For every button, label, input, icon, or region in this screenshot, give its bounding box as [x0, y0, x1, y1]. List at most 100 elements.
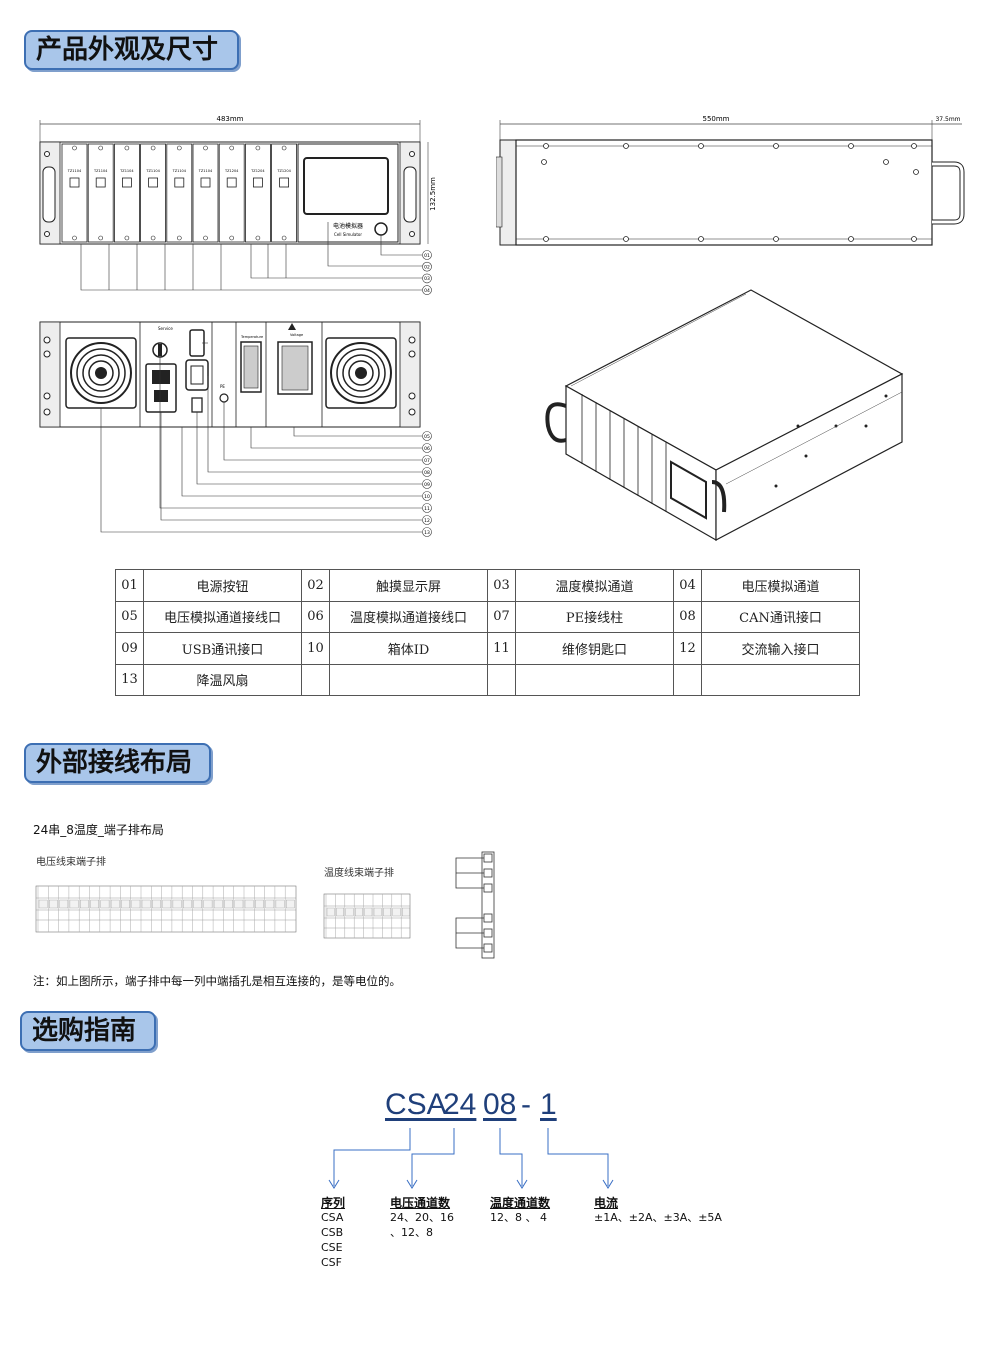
- callout-marker: [422, 285, 432, 295]
- item-number: 11: [487, 632, 516, 665]
- module-screw: [177, 235, 182, 241]
- item-number: 03: [487, 569, 516, 602]
- channel-module: [271, 143, 298, 243]
- terminal-cell: [326, 907, 335, 917]
- callout-number: 02: [424, 265, 430, 271]
- terminal-cell: [265, 899, 275, 909]
- item-label: USB通讯接口: [143, 632, 302, 665]
- callout-marker: [422, 455, 432, 465]
- terminal-cell: [355, 907, 363, 917]
- section-title-appearance: 产品外观及尺寸: [24, 30, 239, 70]
- module-icon: [174, 177, 185, 188]
- item-label: 电压模拟通道: [701, 569, 860, 602]
- terminal-connection-diagram: [452, 850, 502, 960]
- item-label: CAN通讯接口: [701, 600, 860, 633]
- terminal-cell: [141, 899, 151, 909]
- module-label: TZ1204: [250, 169, 265, 173]
- screen-sub-label: Cell Simulator: [334, 232, 362, 237]
- callout-number: 01: [424, 253, 430, 259]
- item-label: 温度模拟通道: [515, 569, 674, 602]
- callout-number: 09: [424, 482, 430, 488]
- terminal-cell: [364, 907, 373, 917]
- module-screw: [203, 145, 208, 151]
- callout-number: 06: [424, 446, 430, 452]
- channel-module: [114, 143, 140, 243]
- module-screw: [281, 145, 287, 151]
- item-number: [301, 663, 330, 696]
- item-label: 电源按钮: [143, 569, 302, 602]
- terminal-cell: [121, 899, 130, 909]
- channel-module: [192, 143, 219, 243]
- section-title-wiring: 外部接线布局: [24, 743, 211, 783]
- item-number: [487, 663, 516, 696]
- callout-number: 08: [424, 470, 430, 476]
- callout-marker: [422, 250, 432, 260]
- channel-module: [87, 143, 114, 243]
- terminal-cell: [213, 899, 223, 909]
- terminal-cell: [401, 907, 410, 917]
- callout-number: 05: [424, 434, 430, 440]
- model-arrows: [320, 1126, 640, 1196]
- handle-dimension-label: 37.5mm: [935, 116, 960, 123]
- callout-marker: [422, 491, 432, 501]
- callout-marker: [422, 443, 432, 453]
- item-label: [515, 663, 674, 696]
- callout-number: 12: [424, 518, 430, 524]
- terminal-cell: [255, 899, 264, 909]
- terminal-cell: [110, 899, 120, 909]
- terminal-cell: [152, 899, 161, 909]
- module-screw: [72, 235, 77, 241]
- module-label: TZ1204: [224, 169, 239, 173]
- terminal-cell: [336, 907, 344, 917]
- item-number: 06: [301, 600, 330, 633]
- item-label: 触摸显示屏: [329, 569, 488, 602]
- terminal-cell: [80, 899, 89, 909]
- module-label: TZ1104: [119, 169, 134, 173]
- module-screw: [281, 235, 287, 241]
- guide-voltage-head: 电压通道数: [390, 1196, 451, 1210]
- callout-number: 03: [424, 276, 430, 282]
- terminal-cell: [100, 899, 110, 909]
- pe-label: PE: [220, 384, 225, 389]
- item-label: 温度模拟通道接线口: [329, 600, 488, 633]
- channel-module: [140, 143, 166, 243]
- module-screw: [229, 235, 234, 241]
- terminal-cell: [345, 907, 354, 917]
- voltage-terminal-strip: [34, 872, 304, 962]
- terminal-cell: [203, 899, 213, 909]
- temperature-label: Temperature: [240, 335, 263, 339]
- item-number: 13: [115, 663, 144, 696]
- terminal-cell: [224, 899, 233, 909]
- callout-marker: [422, 479, 432, 489]
- width-dimension-label: 483mm: [217, 115, 244, 123]
- temperature-terminal-strip: [322, 890, 414, 954]
- temperature-terminal-label: 温度线束端子排: [324, 868, 394, 879]
- callout-marker: [422, 273, 432, 284]
- module-screw: [98, 235, 103, 241]
- model-temp-code: 08: [483, 1088, 517, 1121]
- item-label: [329, 663, 488, 696]
- callout-marker: [422, 503, 432, 513]
- terminal-cell: [244, 899, 254, 909]
- item-number: 09: [115, 632, 144, 665]
- callout-number: 11: [424, 506, 430, 512]
- terminal-cell: [383, 907, 392, 917]
- guide-series-head: 序列: [321, 1196, 346, 1210]
- guide-voltage-values: 24、20、16 、12、8: [390, 1211, 454, 1239]
- channel-module: [61, 143, 88, 243]
- terminal-cell: [392, 907, 401, 917]
- item-number: 04: [673, 569, 702, 602]
- callout-marker: [422, 467, 432, 477]
- item-label: PE接线柱: [515, 600, 674, 633]
- guide-series-values: CSA CSB CSE CSF: [321, 1211, 344, 1269]
- terminal-cell: [90, 899, 100, 909]
- item-number: 07: [487, 600, 516, 633]
- terminal-cell: [172, 899, 182, 909]
- item-number: [673, 663, 702, 696]
- terminal-cell: [373, 907, 382, 917]
- item-label: 维修钥匙口: [515, 632, 674, 665]
- callout-marker: [422, 527, 432, 537]
